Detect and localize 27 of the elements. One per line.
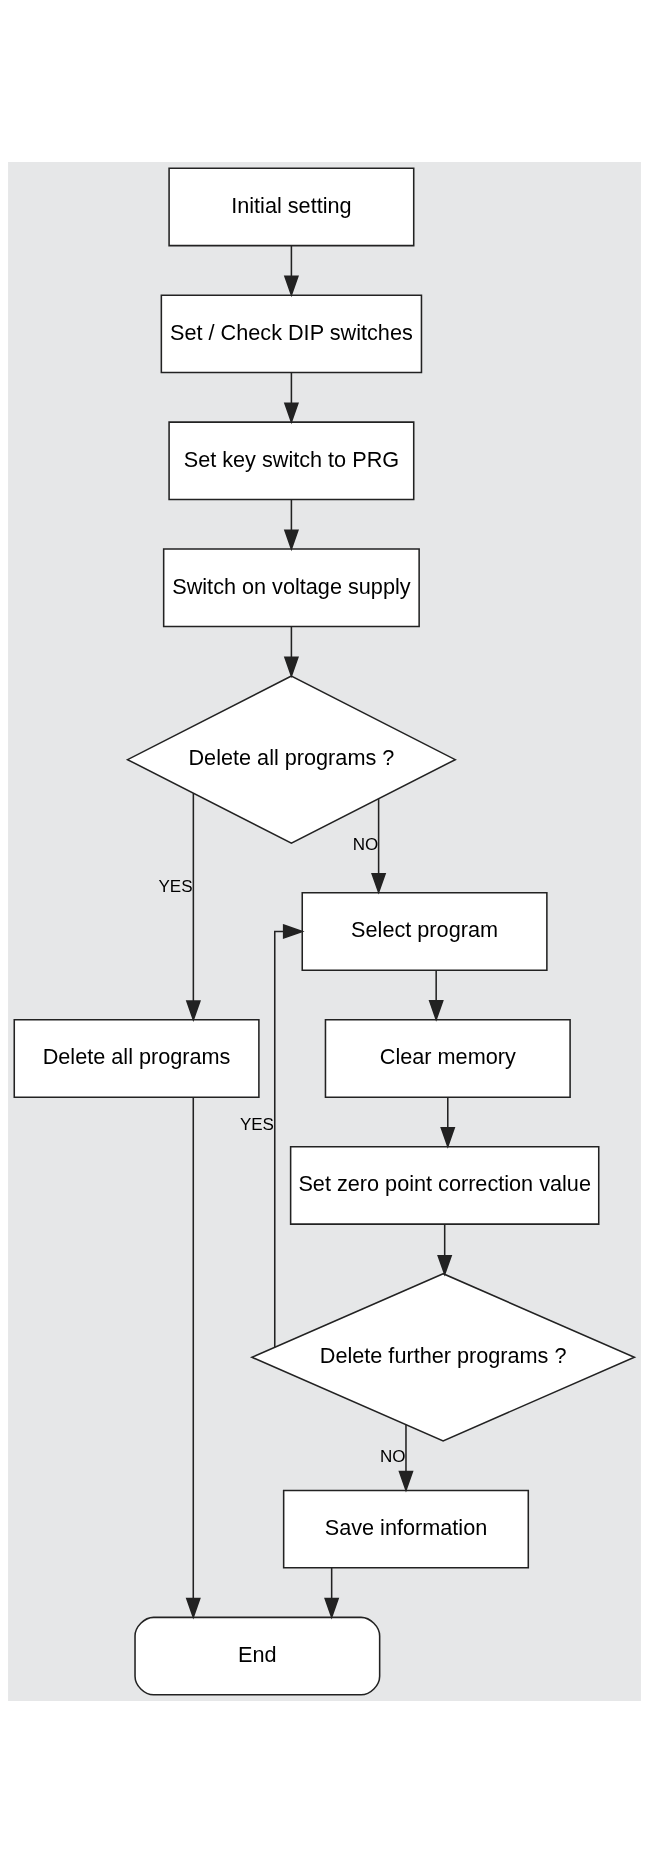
node-box: Switch on voltage supply <box>162 547 420 627</box>
arrow <box>428 969 444 1022</box>
node-box: End <box>134 1616 381 1696</box>
edge-label: NO <box>380 1446 406 1466</box>
node-diamond: Delete further programs ? <box>249 1272 637 1442</box>
edge-label: YES <box>158 876 193 896</box>
arrow <box>185 792 201 1022</box>
arrow <box>324 1566 340 1619</box>
node-box: Set / Check DIP switches <box>160 293 423 373</box>
node-box: Initial setting <box>168 166 415 246</box>
arrow <box>283 498 299 551</box>
arrow <box>185 1095 201 1619</box>
arrow <box>283 371 299 424</box>
arrow <box>274 923 305 1348</box>
arrow <box>398 1423 414 1492</box>
node-box: Set key switch to PRG <box>168 420 415 500</box>
arrow <box>437 1223 453 1277</box>
node-box: Clear memory <box>324 1018 571 1098</box>
arrow <box>283 625 299 678</box>
arrow <box>371 797 387 895</box>
edge-label: YES <box>239 1114 274 1134</box>
node-box: Select program <box>301 891 548 971</box>
arrow <box>440 1095 456 1149</box>
arrow <box>283 244 299 297</box>
node-box: Delete all programs <box>13 1018 260 1098</box>
node-box: Set zero point correction value <box>289 1145 600 1225</box>
node-box: Save information <box>282 1489 530 1569</box>
